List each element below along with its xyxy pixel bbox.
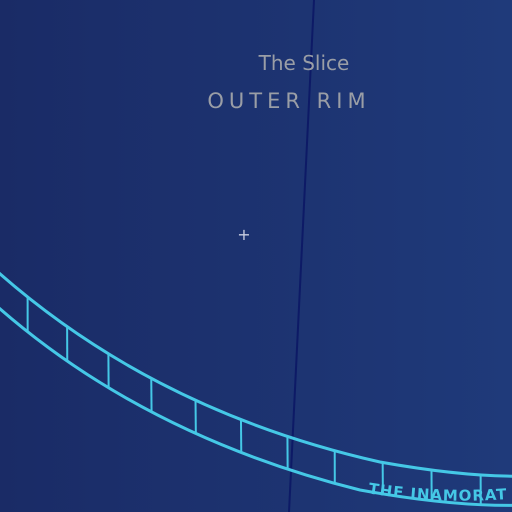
track-ties (26, 297, 482, 505)
region-name: OUTER RIM (207, 89, 370, 113)
sector-divider-line (288, 0, 315, 512)
location-marker-icon[interactable]: + (237, 225, 250, 244)
hyperspace-track[interactable] (0, 265, 512, 507)
track-outer-rail (0, 306, 512, 507)
region-subtitle: The Slice (258, 51, 350, 75)
track-inner-rail (0, 271, 512, 478)
